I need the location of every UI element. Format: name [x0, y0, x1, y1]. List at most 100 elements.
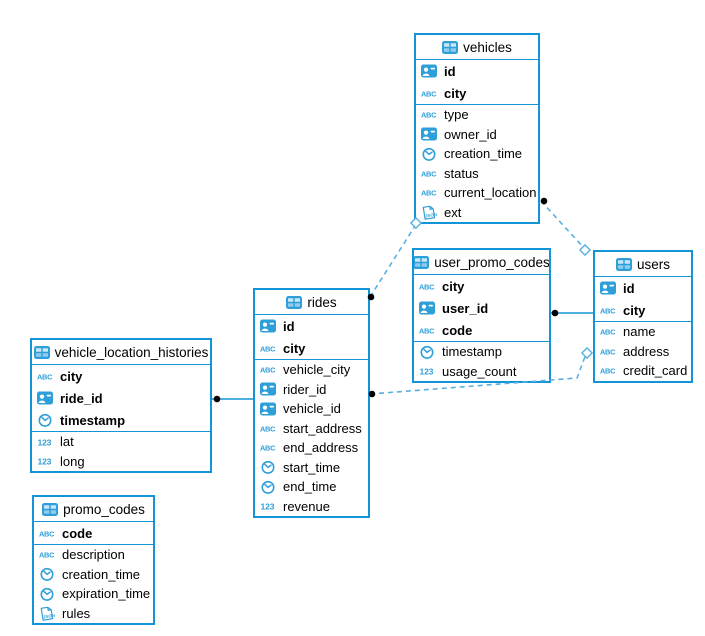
- timestamp-type-icon: [419, 344, 436, 360]
- timestamp-type-icon: [37, 412, 54, 428]
- svg-text:ABC: ABC: [421, 189, 437, 198]
- svg-text:ABC: ABC: [39, 551, 55, 560]
- string-type-icon: ABC: [260, 364, 277, 375]
- table-title: vehicle_location_histories: [54, 344, 209, 360]
- pk-column-row-code[interactable]: ABC code: [414, 319, 549, 341]
- column-name: creation_time: [444, 146, 523, 162]
- svg-text:ABC: ABC: [260, 444, 276, 453]
- string-type-icon: ABC: [260, 442, 277, 453]
- table-header[interactable]: vehicles: [416, 35, 538, 60]
- pk-column-row-code[interactable]: ABC code: [34, 522, 153, 544]
- column-row-creation_time[interactable]: creation_time: [34, 565, 153, 585]
- column-row-vehicle_city[interactable]: ABC vehicle_city: [255, 360, 368, 380]
- svg-text:ABC: ABC: [421, 111, 437, 120]
- column-name: address: [623, 343, 670, 359]
- string-type-icon: ABC: [419, 325, 436, 336]
- string-type-icon: ABC: [39, 528, 56, 539]
- column-row-timestamp[interactable]: timestamp: [414, 342, 549, 362]
- string-type-icon: ABC: [260, 343, 277, 354]
- column-row-expiration_time[interactable]: expiration_time: [34, 584, 153, 604]
- column-name: type: [444, 107, 469, 123]
- string-type-icon: ABC: [421, 109, 438, 120]
- column-row-creation_time[interactable]: creation_time: [416, 144, 538, 164]
- relation-rides-to-users[interactable]: [369, 353, 587, 395]
- table-header[interactable]: users: [595, 252, 691, 277]
- relation-vehicles-to-users[interactable]: [540, 200, 585, 249]
- column-name: ext: [444, 204, 462, 220]
- id-type-icon: [421, 127, 438, 141]
- pk-column-row-id[interactable]: id: [255, 315, 368, 337]
- column-row-end_time[interactable]: end_time: [255, 477, 368, 497]
- id-type-icon: [37, 391, 54, 405]
- column-name: code: [442, 322, 473, 338]
- id-type-icon: [260, 382, 277, 396]
- column-row-credit_card[interactable]: ABC credit_card: [595, 361, 691, 381]
- column-row-type[interactable]: ABC type: [416, 105, 538, 125]
- pk-column-row-id[interactable]: id: [416, 60, 538, 82]
- timestamp-type-icon: [39, 566, 56, 582]
- string-type-icon: ABC: [37, 371, 54, 382]
- pk-column-row-timestamp[interactable]: timestamp: [32, 409, 210, 431]
- column-row-end_address[interactable]: ABC end_address: [255, 438, 368, 458]
- number-type-icon: 123: [419, 365, 436, 377]
- table-header[interactable]: rides: [255, 290, 368, 315]
- column-row-start_time[interactable]: start_time: [255, 458, 368, 478]
- table-header[interactable]: vehicle_location_histories: [32, 340, 210, 365]
- column-row-vehicle_id[interactable]: vehicle_id: [255, 399, 368, 419]
- column-name: id: [623, 280, 635, 296]
- table-icon: [414, 255, 430, 269]
- column-name: code: [62, 525, 93, 541]
- column-name: end_address: [283, 440, 359, 456]
- timestamp-type-icon: [421, 146, 438, 162]
- column-name: owner_id: [444, 126, 497, 142]
- column-row-rider_id[interactable]: rider_id: [255, 380, 368, 400]
- column-name: lat: [60, 434, 74, 450]
- column-name: status: [444, 165, 479, 181]
- column-name: start_time: [283, 459, 341, 475]
- table-header[interactable]: promo_codes: [34, 497, 153, 522]
- string-type-icon: ABC: [600, 346, 617, 357]
- pk-column-row-ride_id[interactable]: ride_id: [32, 387, 210, 409]
- column-name: credit_card: [623, 363, 688, 379]
- pk-column-row-user_id[interactable]: user_id: [414, 297, 549, 319]
- relation-rides-to-vehicles[interactable]: [369, 225, 416, 298]
- column-name: timestamp: [60, 412, 126, 428]
- table-title: rides: [307, 294, 337, 310]
- column-row-owner_id[interactable]: owner_id: [416, 125, 538, 145]
- column-row-address[interactable]: ABC address: [595, 342, 691, 362]
- column-name: city: [442, 278, 465, 294]
- timestamp-type-icon: [260, 459, 277, 475]
- pk-column-row-id[interactable]: id: [595, 277, 691, 299]
- svg-text:ABC: ABC: [600, 367, 616, 376]
- relation-endpoint-diamond: [580, 346, 594, 360]
- column-name: vehicle_city: [283, 362, 351, 378]
- string-type-icon: ABC: [600, 365, 617, 376]
- table-header[interactable]: user_promo_codes: [414, 250, 549, 275]
